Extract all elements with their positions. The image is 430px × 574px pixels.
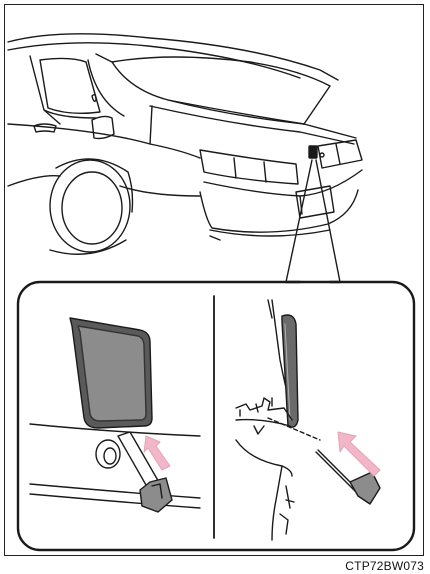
callout-lines bbox=[286, 160, 340, 282]
car-body bbox=[8, 34, 362, 254]
figure-code: CTP72BW073 bbox=[345, 559, 424, 573]
